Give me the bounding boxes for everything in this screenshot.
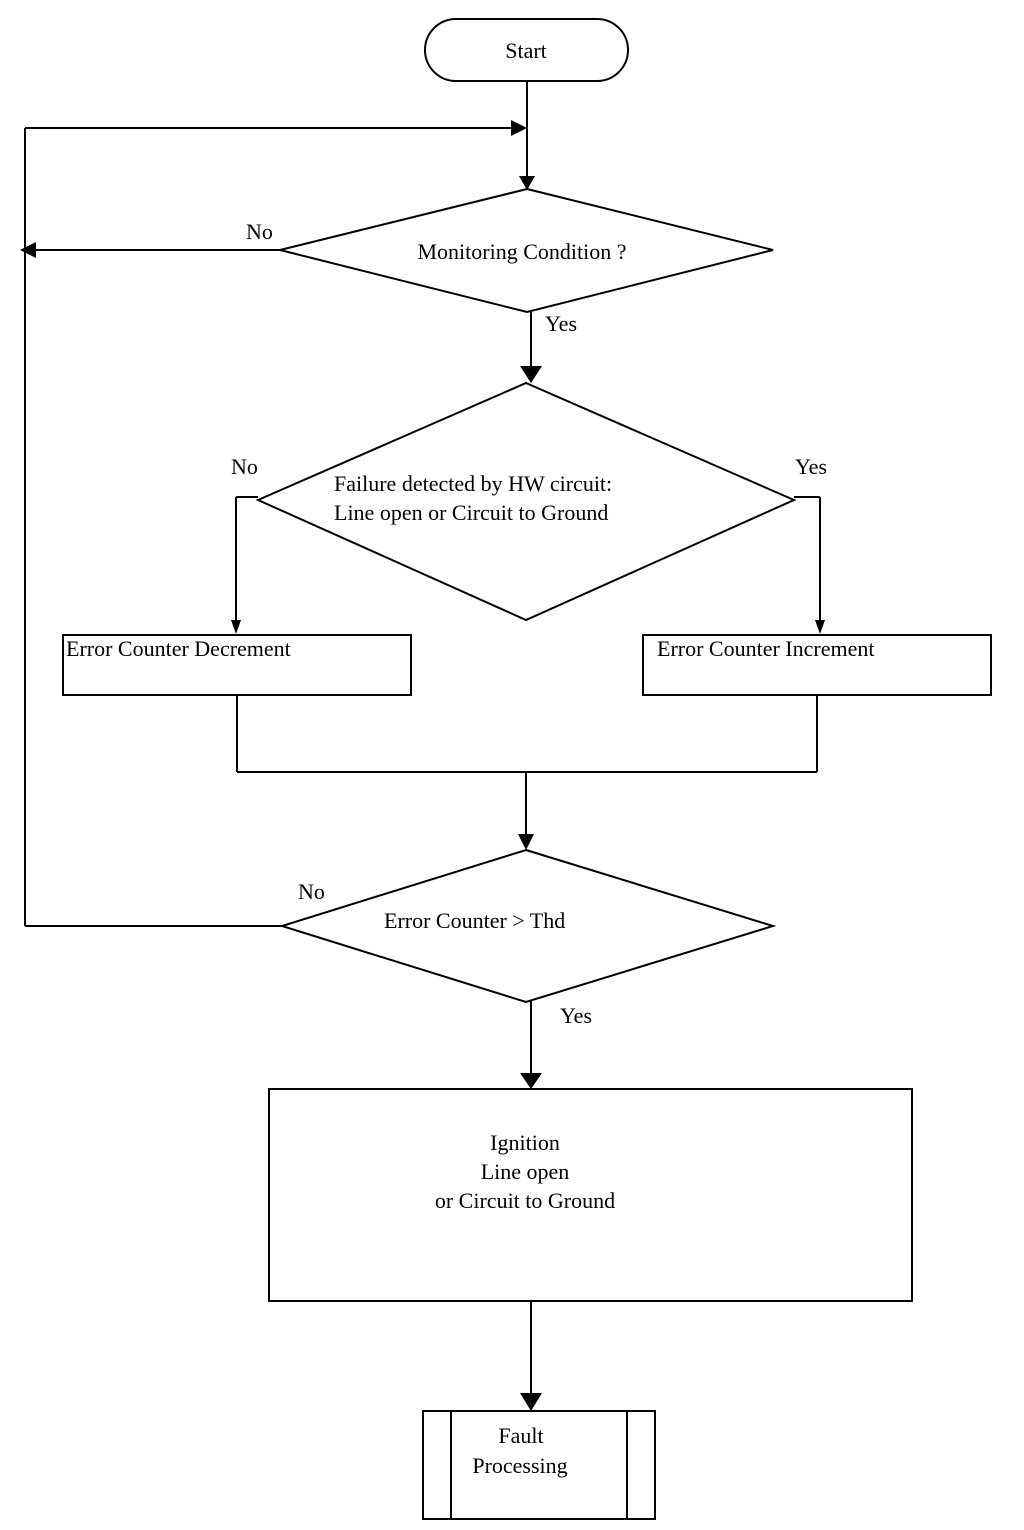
ignition-label-line1: Ignition [490,1130,560,1155]
arrowhead-ignition-to-fault [520,1393,542,1411]
start-label: Start [505,38,547,63]
failure-label-line1: Failure detected by HW circuit: [334,471,612,496]
arrowhead-start-to-monitoring [519,176,535,190]
ignition-box [268,1088,913,1302]
monitoring-no-label: No [246,219,273,244]
threshold-decision [278,848,777,1004]
arrowhead-failure-no [231,620,241,634]
ignition-label-line2: Line open [481,1159,570,1184]
increment-label: Error Counter Increment [657,636,874,661]
arrowhead-monitoring-no [20,242,36,258]
monitoring-label: Monitoring Condition ? [418,239,627,264]
fault-label-line2: Processing [472,1453,567,1478]
threshold-label: Error Counter > Thd [384,908,565,933]
arrowhead-merge-to-threshold [518,834,534,850]
failure-no-label: No [231,454,258,479]
failure-yes-label: Yes [795,454,827,479]
arrowhead-failure-yes [815,620,825,634]
ignition-label-line3: or Circuit to Ground [435,1188,615,1213]
decrement-box [62,634,412,696]
monitoring-yes-label: Yes [545,311,577,336]
fault-processing-box [422,1410,656,1520]
threshold-yes-label: Yes [560,1003,592,1028]
fault-label-line1: Fault [498,1423,543,1448]
arrowhead-loop-return [511,120,527,136]
increment-box [642,634,992,696]
threshold-no-label: No [298,879,325,904]
monitoring-decision [279,187,774,314]
failure-label-line2: Line open or Circuit to Ground [334,500,608,525]
failure-decision [255,381,797,622]
arrowhead-monitoring-yes [520,366,542,383]
decrement-label: Error Counter Decrement [66,636,291,661]
arrowhead-threshold-yes [520,1073,542,1089]
